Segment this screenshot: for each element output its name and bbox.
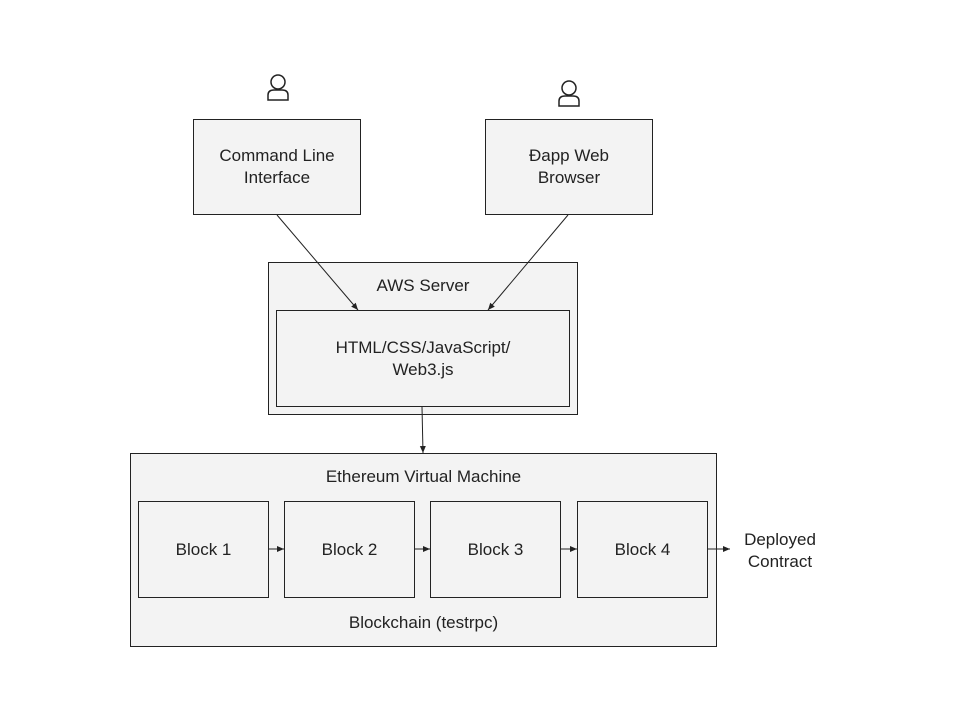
web-app-label: HTML/CSS/JavaScript/ Web3.js [335,337,511,379]
cli-box: Command Line Interface [193,119,361,215]
blockchain-label: Blockchain (testrpc) [348,613,499,632]
user-icon-left [267,74,289,101]
browser-label: Đapp Web Browser [528,146,609,187]
web-app-box: HTML/CSS/JavaScript/ Web3.js [276,310,570,407]
block-2-box: Block 2 [284,501,415,598]
aws-server-title: AWS Server [376,276,470,295]
block-4-label: Block 4 [614,539,671,559]
browser-box: Đapp Web Browser [485,119,653,215]
arrow-webapp-to-evm [419,406,426,454]
arrow-cli-to-webapp [276,214,359,311]
user-icon-right [558,80,580,107]
block-1-label: Block 1 [175,539,232,559]
deployed-contract-label: Deployed Contract [744,530,816,571]
block-4-box: Block 4 [577,501,708,598]
cli-label: Command Line Interface [219,146,335,187]
block-3-label: Block 3 [467,539,524,559]
block-1-box: Block 1 [138,501,269,598]
evm-title: Ethereum Virtual Machine [325,467,522,486]
block-3-box: Block 3 [430,501,561,598]
arrow-browser-to-webapp [487,214,569,311]
block-2-label: Block 2 [321,539,378,559]
